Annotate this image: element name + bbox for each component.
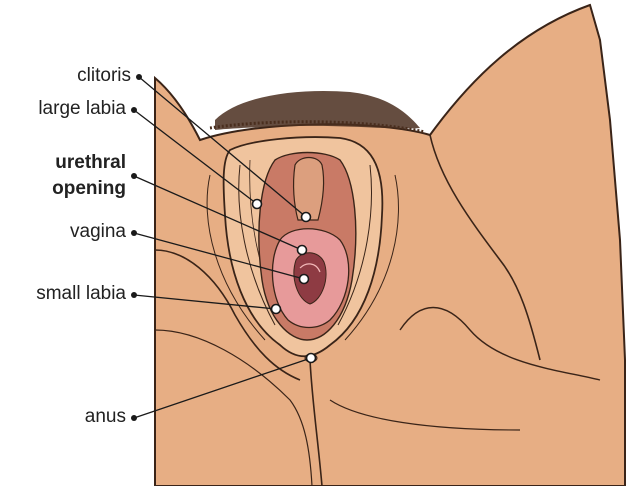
dot-small-labia-label [131,292,137,298]
label-urethral-opening-line2: opening [52,177,126,201]
dot-clitoris-label [136,74,142,80]
dot-urethral-label [131,173,137,179]
marker-anus [307,354,316,363]
label-clitoris: clitoris [77,64,131,88]
label-vagina: vagina [70,220,126,244]
dot-anus-label [131,415,137,421]
dot-large-labia-label [131,107,137,113]
marker-large-labia [253,200,262,209]
marker-urethral [298,246,307,255]
dot-vagina-label [131,230,137,236]
marker-small-labia [272,305,281,314]
label-large-labia: large labia [38,97,126,121]
marker-clitoris [302,213,311,222]
label-small-labia: small labia [36,282,126,306]
marker-vagina [300,275,309,284]
label-urethral-opening-line1: urethral [55,151,126,175]
label-anus: anus [85,405,126,429]
body-silhouette [155,5,625,486]
